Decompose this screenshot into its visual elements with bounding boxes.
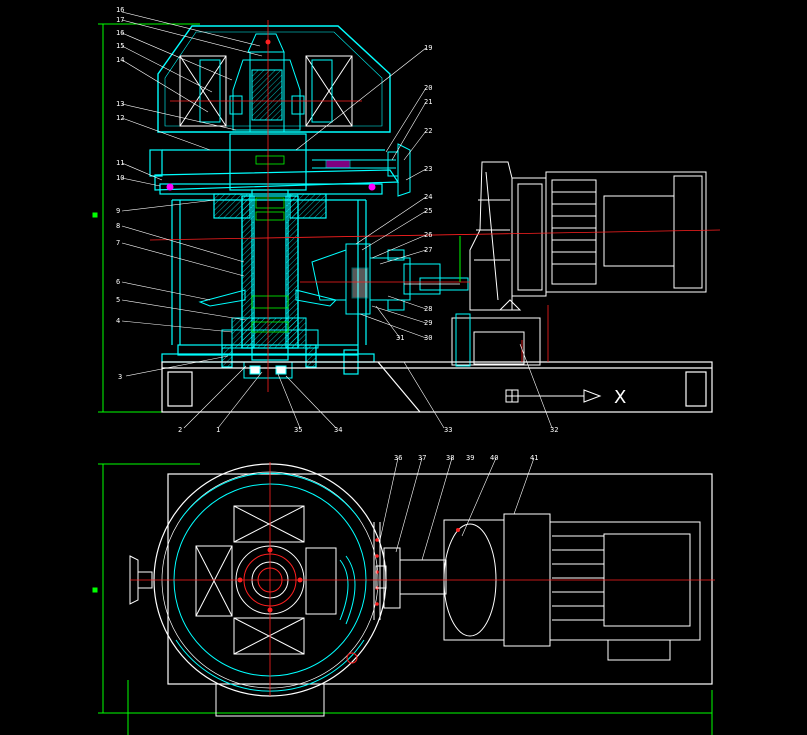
part-label: 10 — [116, 174, 124, 182]
plan-base-outline — [167, 473, 713, 685]
part-label: 41 — [530, 454, 538, 462]
upper-pinion — [229, 33, 305, 133]
part-label: 33 — [444, 426, 452, 434]
centerlines-plan — [130, 462, 715, 696]
part-label: 6 — [116, 278, 120, 286]
drive-pinion-assembly — [311, 243, 469, 315]
part-label: 26 — [424, 231, 432, 239]
part-label: 31 — [396, 334, 404, 342]
main-base-frame — [161, 361, 713, 413]
upper-gear-right — [305, 55, 353, 127]
part-label: 37 — [418, 454, 426, 462]
part-label: 30 — [424, 334, 432, 342]
part-label: 16 — [116, 29, 124, 37]
part-label: 13 — [116, 100, 124, 108]
part-label: 36 — [394, 454, 402, 462]
part-label: 17 — [116, 16, 124, 24]
plan-top-view — [129, 462, 715, 717]
leader-lines — [121, 11, 553, 561]
part-label: 28 — [424, 305, 432, 313]
part-label: 9 — [116, 207, 120, 215]
view-marker-label: X — [614, 387, 626, 408]
part-label: 38 — [446, 454, 454, 462]
part-label: 32 — [550, 426, 558, 434]
part-label: 25 — [424, 207, 432, 215]
part-label: 7 — [116, 239, 120, 247]
motor-support-base — [451, 299, 541, 367]
part-label: 5 — [116, 296, 120, 304]
part-label: 39 — [466, 454, 474, 462]
lower-conical-plate — [198, 289, 337, 349]
part-label: 21 — [424, 98, 432, 106]
part-label: 4 — [116, 317, 120, 325]
part-label: 16 — [116, 6, 124, 14]
handwheel-adjuster — [312, 143, 411, 197]
part-label: 24 — [424, 193, 432, 201]
plan-side-plate — [339, 522, 381, 625]
upper-gear-left — [179, 55, 227, 127]
plan-gear-blocks — [195, 505, 337, 655]
part-label: 35 — [294, 426, 302, 434]
plan-coupling — [375, 547, 447, 609]
part-label: 1 — [216, 426, 220, 434]
part-label: 20 — [424, 84, 432, 92]
gearbox-upper-housing — [149, 133, 400, 219]
top-cover-hood — [157, 25, 391, 133]
plan-motor — [549, 521, 701, 661]
part-label: 40 — [490, 454, 498, 462]
dimension-lines — [92, 23, 713, 735]
part-label: 12 — [116, 114, 124, 122]
part-label: 3 — [118, 373, 122, 381]
part-label: 34 — [334, 426, 342, 434]
part-label: 29 — [424, 319, 432, 327]
part-label: 11 — [116, 159, 124, 167]
part-label: 23 — [424, 165, 432, 173]
part-label: 8 — [116, 222, 120, 230]
main-vertical-shaft — [241, 189, 299, 361]
part-label: 15 — [116, 42, 124, 50]
front-section-view: X — [149, 20, 721, 413]
part-label: 2 — [178, 426, 182, 434]
part-label: 22 — [424, 127, 432, 135]
part-number-labels: 16 17 16 15 14 13 12 11 10 9 8 7 6 5 4 3… — [116, 6, 558, 462]
part-label: 27 — [424, 246, 432, 254]
centerlines-front — [149, 20, 721, 392]
reducer-housing — [469, 161, 547, 311]
plan-bolts — [375, 538, 379, 606]
part-label: 14 — [116, 56, 124, 64]
part-label: 19 — [424, 44, 432, 52]
view-arrow — [505, 389, 602, 403]
column-housing — [171, 199, 367, 345]
